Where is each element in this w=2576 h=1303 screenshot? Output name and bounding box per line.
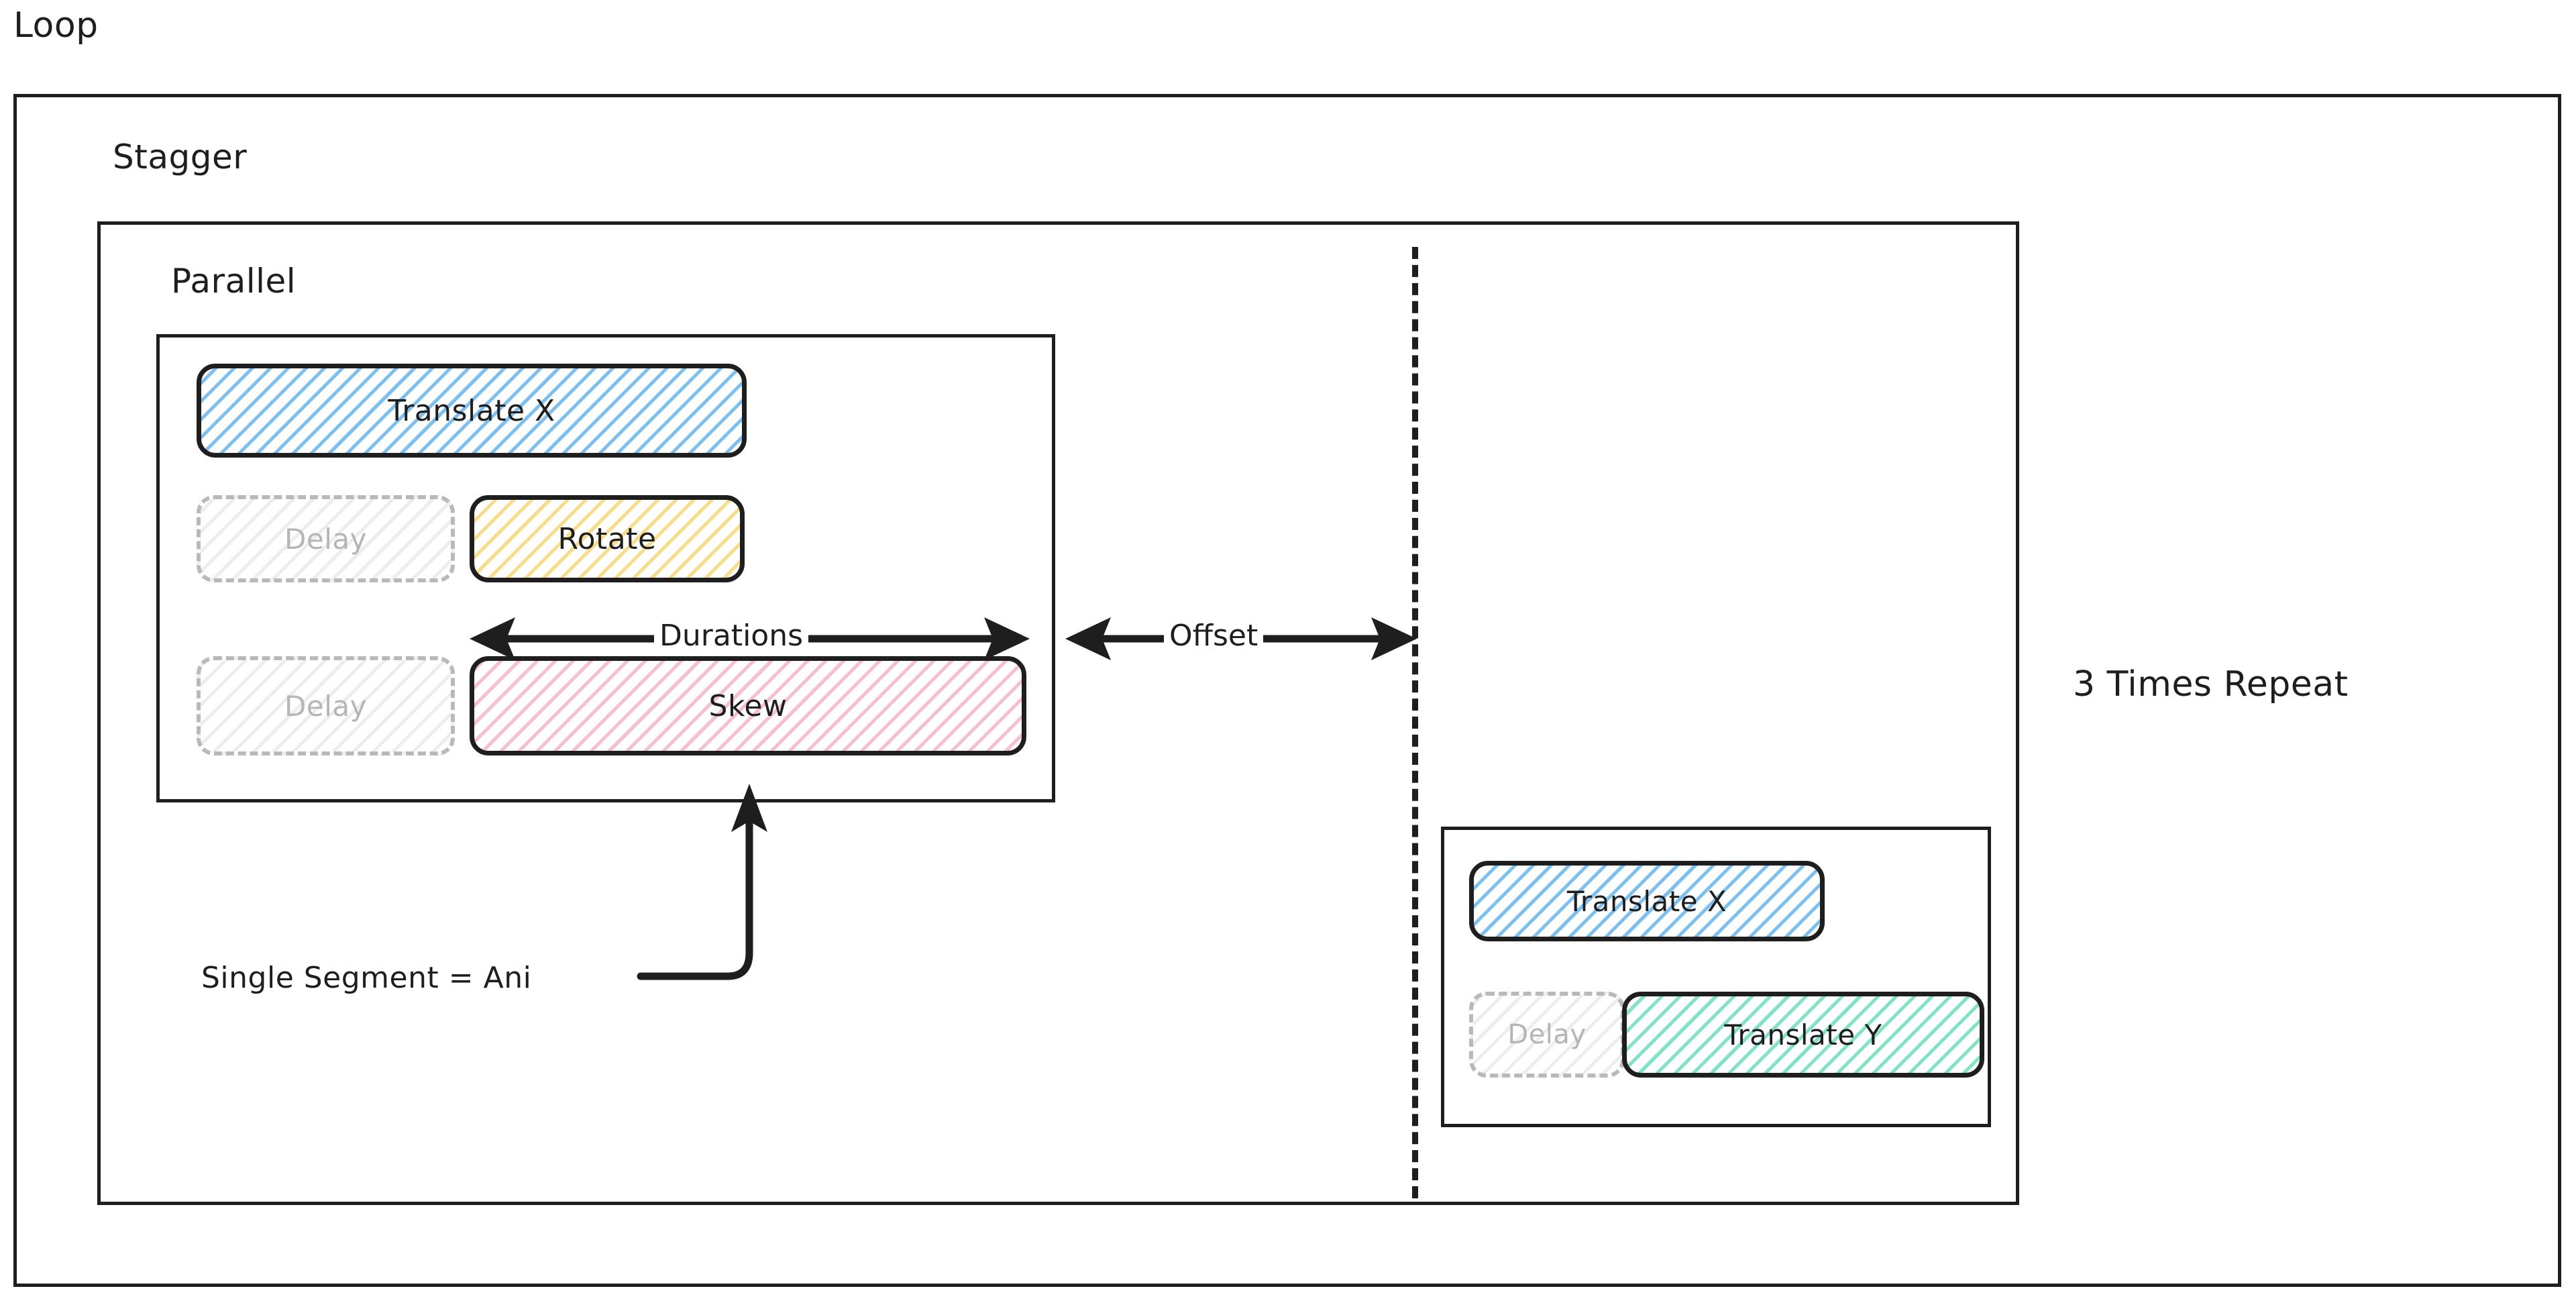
stagger-frame-label: Stagger (113, 138, 248, 176)
offset-label: Offset (1164, 619, 1264, 653)
chip-translate-x-parallel[interactable]: Translate X (197, 364, 747, 458)
durations-label: Durations (654, 619, 809, 653)
chip-delay-skew-row: Delay (197, 656, 455, 755)
parallel-frame (156, 334, 1055, 802)
parallel-frame-label: Parallel (171, 262, 297, 301)
chip-translate-y[interactable]: Translate Y (1622, 992, 1984, 1078)
repeat-note: 3 Times Repeat (2073, 664, 2349, 705)
chip-skew[interactable]: Skew (470, 656, 1026, 755)
stagger-divider (1412, 247, 1418, 1198)
chip-rotate[interactable]: Rotate (470, 495, 745, 582)
loop-frame (13, 94, 2561, 1287)
stagger-frame (97, 221, 2019, 1205)
single-segment-note: Single Segment = Ani (201, 961, 532, 995)
chip-delay-translate-y-row: Delay (1469, 992, 1625, 1078)
chip-translate-x-offset-group[interactable]: Translate X (1469, 861, 1825, 941)
loop-frame-label: Loop (13, 5, 99, 46)
offset-group-frame (1441, 827, 1991, 1127)
chip-delay-rotate-row: Delay (197, 495, 455, 582)
